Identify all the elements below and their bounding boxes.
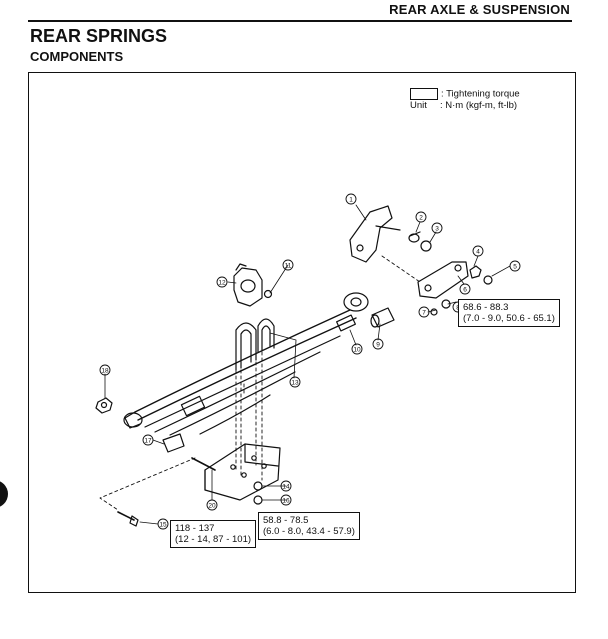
- legend-unit-label: Unit: [410, 100, 427, 111]
- callout-14: 14: [282, 483, 290, 490]
- torque-spec-shackle: 68.6 - 88.3 (7.0 - 9.0, 50.6 - 65.1): [458, 299, 560, 327]
- callout-18: 18: [101, 367, 109, 374]
- callout-17: 17: [144, 437, 152, 444]
- legend-unit-value: : N·m (kgf-m, ft-lb): [440, 100, 518, 111]
- torque-conversion: (7.0 - 9.0, 50.6 - 65.1): [463, 313, 555, 324]
- leader-lines: [104, 204, 511, 525]
- torque-conversion: (12 - 14, 87 - 101): [175, 534, 252, 545]
- page-subtitle: COMPONENTS: [30, 49, 124, 64]
- torque-value: 118 - 137: [175, 523, 215, 534]
- front-bracket: [233, 263, 273, 307]
- torque-value: 58.8 - 78.5: [263, 515, 309, 526]
- spring-pad: [162, 433, 185, 453]
- callout-6: 6: [463, 286, 467, 293]
- callout-4: 4: [476, 248, 480, 255]
- torque-value: 68.6 - 88.3: [463, 302, 509, 313]
- section-header: REAR AXLE & SUSPENSION: [389, 2, 570, 17]
- callout-13: 13: [291, 379, 299, 386]
- callout-1: 1: [349, 196, 353, 203]
- callout-5: 5: [513, 263, 517, 270]
- shackle-pin: [408, 231, 432, 252]
- callout-9: 9: [376, 341, 380, 348]
- callout-3: 3: [435, 225, 439, 232]
- u-bolt-nuts: [253, 481, 263, 505]
- torque-conversion: (6.0 - 8.0, 43.4 - 57.9): [263, 526, 355, 537]
- diagram-frame: [28, 72, 576, 593]
- callout-2: 2: [419, 214, 423, 221]
- torque-box-symbol: [410, 88, 438, 100]
- shackle-nuts: [430, 265, 493, 316]
- callout-12: 12: [218, 279, 226, 286]
- spring-eye-rear: [343, 292, 369, 312]
- callout-10: 10: [353, 346, 361, 353]
- callout-7: 7: [422, 309, 426, 316]
- spring-seat: [191, 443, 281, 501]
- shackle-bracket: [349, 205, 401, 263]
- page-title: REAR SPRINGS: [30, 26, 168, 46]
- torque-spec-u-bolt: 58.8 - 78.5 (6.0 - 8.0, 43.4 - 57.9): [258, 512, 360, 540]
- torque-spec-bolt: 118 - 137 (12 - 14, 87 - 101): [170, 520, 257, 548]
- legend-torque-label: : Tightening torque: [441, 88, 520, 100]
- callout-markers: [99, 193, 521, 530]
- header-rule: [28, 20, 572, 22]
- callout-16: 16: [282, 497, 290, 504]
- u-bolts: [235, 318, 275, 371]
- legend: : Tightening torque Unit : N·m (kgf-m, ft…: [410, 88, 520, 111]
- callout-15: 15: [159, 521, 167, 528]
- bushing-part: [370, 307, 395, 328]
- shackle-plate: [417, 261, 469, 299]
- bolt-15: [117, 511, 139, 527]
- callout-11: 11: [285, 262, 292, 269]
- binding-mark: [0, 480, 8, 508]
- nut-18: [95, 397, 113, 414]
- leaf-spring: [123, 309, 357, 436]
- assembly-lines: [99, 255, 421, 511]
- callout-20: 20: [208, 502, 216, 509]
